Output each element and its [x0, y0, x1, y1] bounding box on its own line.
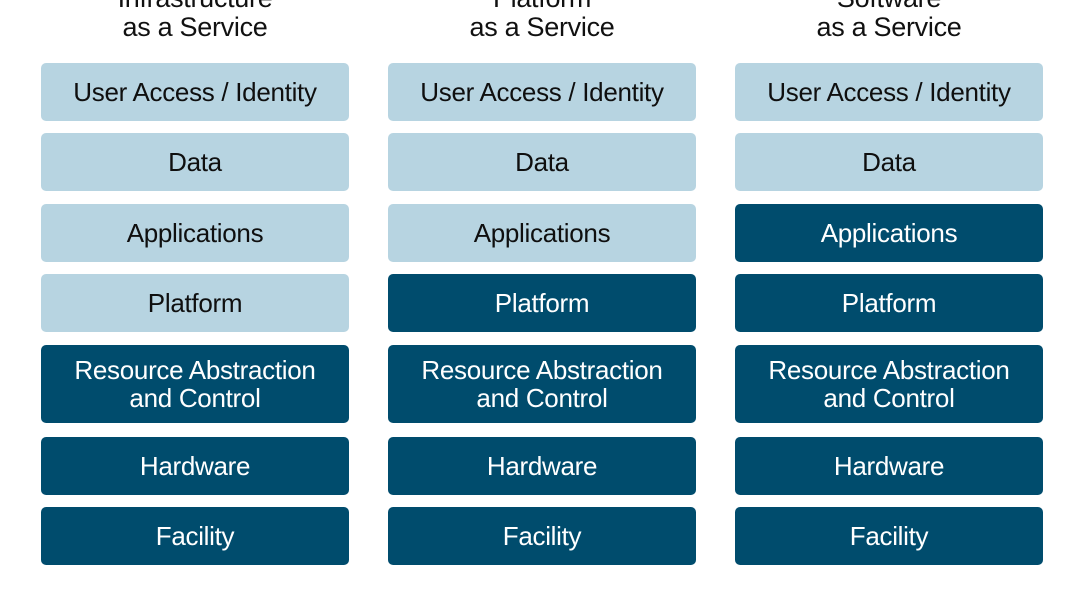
layer-label: Facility: [155, 521, 235, 551]
layer-label: Applications: [473, 218, 611, 248]
layer-applications: Applications: [41, 204, 349, 262]
layer-label: Platform: [841, 288, 937, 318]
layer-label: Applications: [126, 218, 264, 248]
layer-applications: Applications: [735, 204, 1043, 262]
layer-label: Resource Abstraction and Control: [768, 355, 1010, 413]
layer-label: Facility: [849, 521, 929, 551]
layer-resource-abstraction-control: Resource Abstraction and Control: [388, 345, 696, 423]
column-title-line1: Infrastructure: [41, 0, 349, 13]
layer-label: Resource Abstraction and Control: [74, 355, 316, 413]
layer-applications: Applications: [388, 204, 696, 262]
layer-platform: Platform: [388, 274, 696, 332]
layer-label: Applications: [820, 218, 958, 248]
column-title-line1: Software: [735, 0, 1043, 13]
layer-label: Data: [168, 147, 222, 177]
layer-data: Data: [735, 133, 1043, 191]
layer-user-access-identity: User Access / Identity: [388, 63, 696, 121]
layer-label: User Access / Identity: [73, 77, 317, 107]
layer-label: Hardware: [139, 451, 251, 481]
layer-label: Platform: [494, 288, 590, 318]
layer-label: Hardware: [833, 451, 945, 481]
layer-label: Data: [515, 147, 569, 177]
layer-label: User Access / Identity: [767, 77, 1011, 107]
layer-user-access-identity: User Access / Identity: [41, 63, 349, 121]
layer-platform: Platform: [735, 274, 1043, 332]
column-title-line2: as a Service: [816, 12, 962, 42]
layer-hardware: Hardware: [735, 437, 1043, 495]
column-title: Software as a Service: [735, 0, 1043, 42]
layer-label: Hardware: [486, 451, 598, 481]
layer-label: Resource Abstraction and Control: [421, 355, 663, 413]
layer-resource-abstraction-control: Resource Abstraction and Control: [41, 345, 349, 423]
layer-facility: Facility: [41, 507, 349, 565]
layer-label: Facility: [502, 521, 582, 551]
layer-label: User Access / Identity: [420, 77, 664, 107]
layer-label: Data: [862, 147, 916, 177]
layer-data: Data: [41, 133, 349, 191]
column-title-line1: Platform: [388, 0, 696, 13]
layer-platform: Platform: [41, 274, 349, 332]
column-title-line2: as a Service: [122, 12, 268, 42]
layer-resource-abstraction-control: Resource Abstraction and Control: [735, 345, 1043, 423]
layer-data: Data: [388, 133, 696, 191]
layer-label: Platform: [147, 288, 243, 318]
column-title: Platform as a Service: [388, 0, 696, 42]
column-title-line2: as a Service: [469, 12, 615, 42]
layer-hardware: Hardware: [41, 437, 349, 495]
layer-facility: Facility: [388, 507, 696, 565]
layer-hardware: Hardware: [388, 437, 696, 495]
layer-user-access-identity: User Access / Identity: [735, 63, 1043, 121]
layer-facility: Facility: [735, 507, 1043, 565]
column-title: Infrastructure as a Service: [41, 0, 349, 42]
